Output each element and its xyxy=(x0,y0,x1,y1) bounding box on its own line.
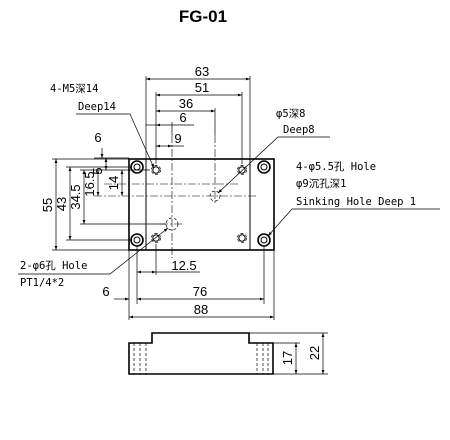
m5-tapped-hole xyxy=(237,233,247,243)
leader-m5 xyxy=(76,113,155,169)
dim-6-left: 6 xyxy=(94,130,101,145)
note-phi5-line1: φ5深8 xyxy=(276,108,305,120)
left-dimensions: 55 43 34.5 16.5 5 14 6 xyxy=(40,130,166,251)
dim-22: 22 xyxy=(307,346,322,360)
raised-pad-outline xyxy=(145,158,251,251)
drawing-title: FG-01 xyxy=(179,7,227,26)
dim-51: 51 xyxy=(195,80,209,95)
counterbored-hole xyxy=(257,160,271,174)
dim-9: 9 xyxy=(174,131,181,146)
plate-outline xyxy=(128,158,275,251)
dim-17: 17 xyxy=(280,351,295,365)
leader-pt xyxy=(18,227,169,275)
dim-43: 43 xyxy=(54,197,69,211)
dim-76: 76 xyxy=(193,284,207,299)
top-view xyxy=(94,135,275,258)
m5-tapped-hole xyxy=(237,165,247,175)
side-profile xyxy=(128,332,274,375)
dim-36: 36 xyxy=(179,96,193,111)
note-phi5-line2: Deep8 xyxy=(283,124,315,136)
note-holes-line2: φ9沉孔深1 xyxy=(296,177,346,190)
note-m5-line1: 4-M5深14 xyxy=(50,83,98,95)
leader-holes xyxy=(267,208,440,237)
dim-63: 63 xyxy=(195,64,209,79)
dim-16-5: 16.5 xyxy=(82,171,97,196)
counterbored-hole xyxy=(130,160,144,174)
bottom-dimensions: 12.5 76 6 88 xyxy=(102,244,275,320)
dim-5: 5 xyxy=(90,167,105,174)
dim-6-top: 6 xyxy=(179,110,186,125)
m5-tapped-hole xyxy=(151,165,161,175)
dim-14: 14 xyxy=(106,176,121,190)
dim-12-5: 12.5 xyxy=(171,258,196,273)
counterbored-hole xyxy=(130,233,144,247)
note-pt-line1: 2-φ6孔 Hole xyxy=(20,259,87,272)
m5-tapped-hole xyxy=(151,233,161,243)
leader-phi5 xyxy=(217,136,330,194)
top-dimensions: 63 51 36 6 9 xyxy=(145,64,251,164)
note-holes-line3: Sinking Hole Deep 1 xyxy=(296,196,416,208)
note-pt-line2: PT1/4*2 xyxy=(20,277,64,289)
dim-55: 55 xyxy=(40,198,55,212)
dim-34-5: 34.5 xyxy=(68,184,83,209)
callouts: 4-M5深14 Deep14 φ5深8 Deep8 4-φ5.5孔 Hole φ… xyxy=(18,83,440,289)
note-m5-line2: Deep14 xyxy=(78,101,116,113)
dim-88: 88 xyxy=(194,302,208,317)
dim-6-bottom: 6 xyxy=(102,284,109,299)
note-holes-line1: 4-φ5.5孔 Hole xyxy=(296,160,376,173)
side-view: 17 22 xyxy=(128,332,328,375)
